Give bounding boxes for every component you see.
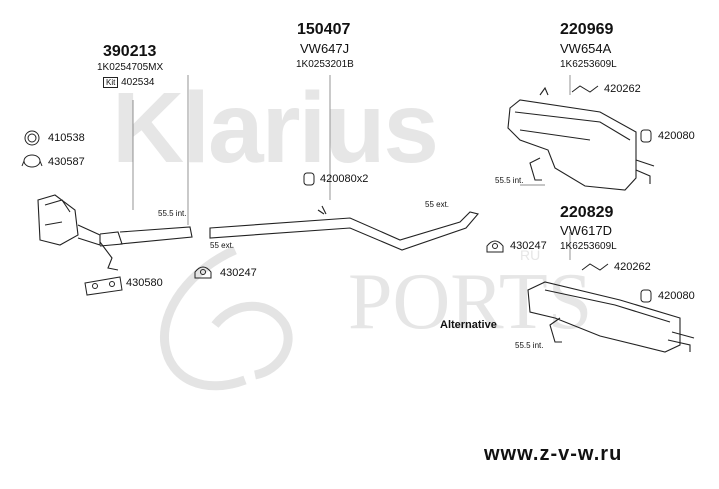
assembly-code-220829: VW617D [560, 223, 613, 238]
dimension-front-outlet: 55.5 int. [158, 209, 187, 218]
hanger-420262-a-icon [571, 85, 599, 93]
kit-badge: Kit 402534 [103, 77, 155, 88]
clamp-430587-icon [21, 154, 43, 168]
rear-silencer-220969-drawing [507, 86, 655, 191]
part-label-430587: 430587 [48, 156, 85, 168]
part-label-430580: 430580 [126, 277, 163, 289]
intermediate-pipe-drawing [209, 205, 479, 251]
clamp-420080-b-icon [640, 289, 652, 303]
clamp-420080-a-icon [640, 129, 652, 143]
rear-silencer-220829-drawing [527, 281, 695, 353]
assembly-number-220829: 220829 [560, 204, 614, 221]
leader-lines [132, 75, 571, 260]
kit-number: 402534 [121, 77, 155, 88]
assembly-number-150407: 150407 [297, 21, 351, 38]
dimension-mid-inlet: 55 ext. [210, 241, 235, 250]
mount-430247-b-icon [486, 240, 504, 253]
ru-watermark: RU [520, 247, 541, 263]
assembly-number-220969: 220969 [560, 21, 614, 38]
part-label-420080x2: 420080x2 [320, 173, 369, 185]
dimension-rear-inlet-220829: 55.5 int. [515, 341, 544, 350]
oem-number-220969: 1K6253609L [560, 59, 617, 70]
kit-label: Kit [103, 77, 119, 88]
front-pipe-catalyst-drawing [37, 194, 193, 271]
assembly-number-390213: 390213 [103, 43, 157, 60]
brand-watermark: Klarius [112, 72, 439, 184]
assembly-code-220969: VW654A [560, 41, 612, 56]
dimension-mid-outlet: 55 ext. [425, 200, 450, 209]
alternative-label: Alternative [440, 319, 497, 331]
part-label-430247-b: 430247 [510, 240, 547, 252]
hanger-420262-b-icon [581, 263, 609, 271]
part-label-420080-a: 420080 [658, 130, 695, 142]
part-label-420080-b: 420080 [658, 290, 695, 302]
part-label-430247-a: 430247 [220, 267, 257, 279]
assembly-code-150407: VW647J [300, 41, 350, 56]
dimension-rear-inlet-220969: 55.5 int. [495, 176, 524, 185]
part-label-420262-a: 420262 [604, 83, 641, 95]
mount-430247-a-icon [194, 266, 212, 279]
part-label-420262-b: 420262 [614, 261, 651, 273]
ring-410538-icon [24, 130, 40, 146]
part-label-410538: 410538 [48, 132, 85, 144]
gasket-430580-icon [84, 276, 123, 296]
oem-number-220829: 1K6253609L [560, 241, 617, 252]
website-url: www.z-v-w.ru [484, 443, 623, 465]
oem-number-390213: 1K0254705MX [97, 62, 164, 73]
oem-number-150407: 1K0253201B [296, 59, 354, 70]
clamp-420080x2-icon [303, 172, 315, 186]
